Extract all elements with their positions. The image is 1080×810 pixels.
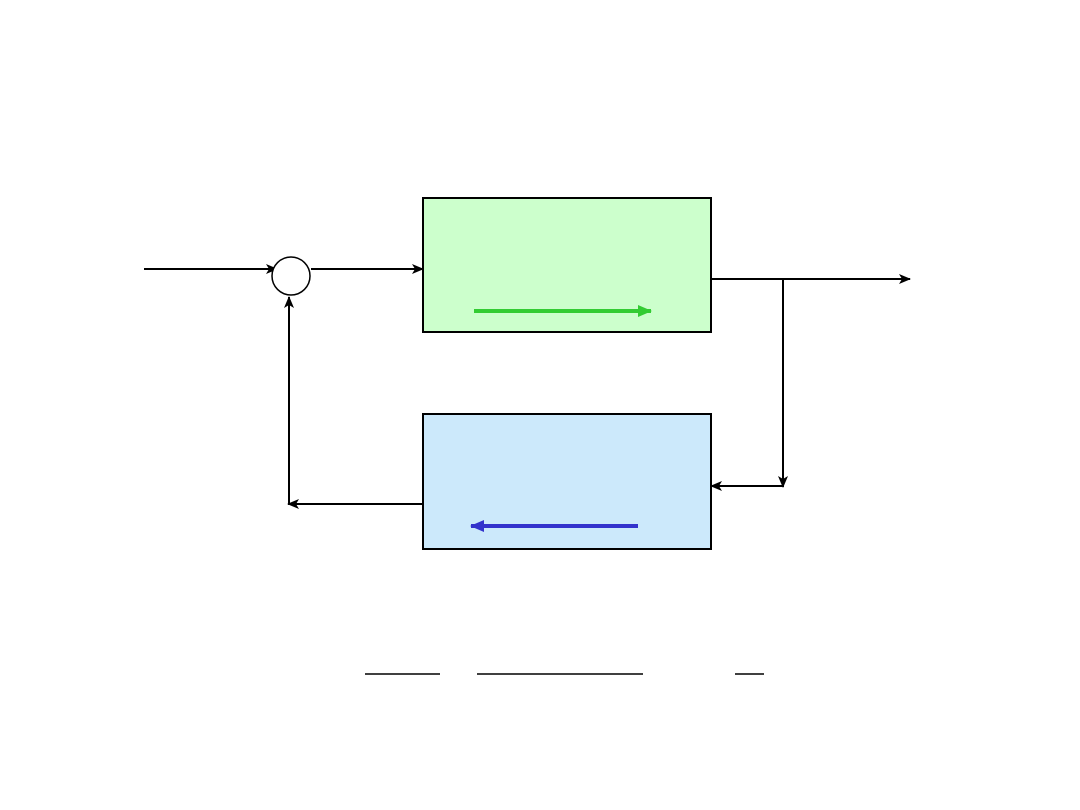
summing-junction bbox=[271, 256, 311, 296]
feedback-block bbox=[422, 413, 712, 550]
